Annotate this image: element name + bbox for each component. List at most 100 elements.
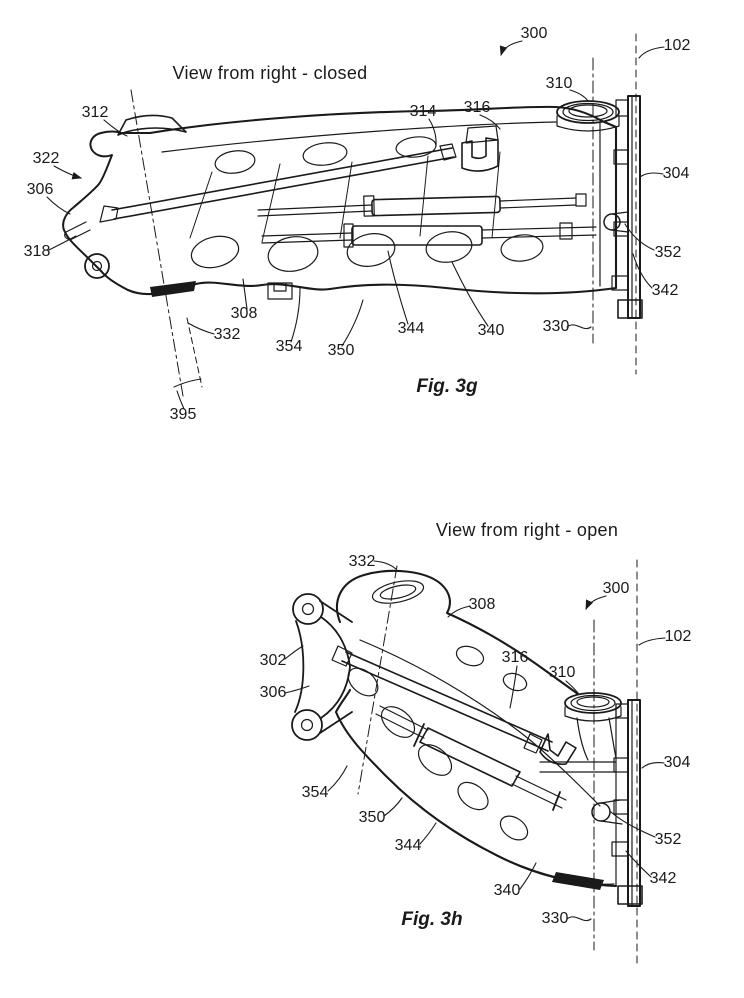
fig3h-link-left-fitting: [331, 645, 353, 667]
fig3g-caption: Fig. 3g: [416, 376, 478, 397]
fig3g-label-342: 342: [652, 282, 679, 299]
fig3h-cutout: [455, 645, 485, 667]
fig3g-label-300: 300: [521, 25, 548, 42]
fig3h-label-310: 310: [549, 664, 576, 681]
fig3g-actuator-lower: [261, 222, 597, 248]
fig3h-plate-flange: [617, 885, 643, 905]
fig3g-label-316: 316: [464, 99, 491, 116]
fig3g-leader-322: [53, 165, 83, 180]
fig3h-stub-circle: [591, 802, 611, 822]
fig3g-label-312: 312: [82, 104, 109, 121]
fig3h-title: View from right - open: [436, 520, 618, 540]
fig3h-label-332: 332: [349, 553, 376, 570]
fig3g-truss-cutouts: [189, 136, 544, 272]
fig3h-ring-inner: [576, 696, 610, 708]
fig3h-head-opening-inner: [379, 584, 417, 600]
fig3g-leader-344: [387, 250, 409, 325]
fig3h-cutout: [380, 706, 416, 738]
fig3g-leader-314: [428, 118, 437, 147]
fig3h-lower-member: [539, 761, 617, 773]
fig3g-cutout: [267, 236, 319, 272]
fig3g-leader-304: [639, 172, 664, 178]
fig3g-label-308: 308: [231, 305, 258, 322]
fig3h-label-304: 304: [664, 754, 691, 771]
fig3h-kingpin-axis-line: [357, 565, 398, 795]
fig3h-leader-102: [638, 637, 666, 646]
fig3h-pivot-stub-352: [591, 799, 623, 825]
fig3g-cap-312: [117, 114, 187, 136]
fig3h-cutout: [417, 744, 453, 776]
fig3g-clevis-316: [461, 137, 499, 172]
fig3h-boss-top-inner: [301, 602, 315, 616]
fig3h-leader-304: [641, 762, 665, 769]
fig3g-label-354: 354: [276, 338, 303, 355]
fig3h-leader-352: [610, 811, 656, 838]
fig3h-label-306: 306: [260, 684, 287, 701]
fig3g-label-352: 352: [655, 244, 682, 261]
fig3g-leader-312: [103, 119, 128, 137]
fig3g-label-330: 330: [543, 318, 570, 335]
fig3h-leader-308: [447, 605, 471, 618]
fig3g-act-up-rod-right: [499, 197, 577, 209]
fig3g-arm-body-outline: [99, 105, 618, 296]
fig3g-pivot-bearing-inner: [91, 260, 103, 272]
fig3h-label-102: 102: [665, 628, 692, 645]
fig3g-leader-395: [176, 390, 185, 410]
fig3g-label-304: 304: [663, 165, 690, 182]
fig3g-title: View from right - closed: [173, 63, 368, 83]
fig3h-bracket-302: [291, 593, 353, 741]
fig3g-angle-tick: [173, 378, 202, 388]
fig3h-arm-body-outline: [335, 569, 580, 696]
fig3g-leader-340: [451, 261, 489, 327]
fig3h-boss-bottom-inner: [300, 718, 314, 732]
fig3g-hinge-ring-310: [556, 100, 620, 132]
fig3h-leader-354: [327, 765, 348, 792]
fig3g-act-up-body: [371, 195, 501, 217]
fig3g-clevis-outline: [62, 130, 151, 272]
fig3h-act-rod-left: [375, 705, 429, 739]
fig3g-act-lo-body: [351, 225, 483, 246]
fig3h-leader-340: [519, 862, 537, 890]
fig3g-clevis-tab-316: [465, 125, 499, 144]
fig3g-leader-310: [569, 89, 589, 102]
fig3h-label-330: 330: [542, 910, 569, 927]
fig3g-label-322: 322: [33, 150, 60, 167]
fig3g-leader-330: [566, 324, 592, 330]
fig3g-act-up-collar: [363, 195, 375, 217]
fig3g-leader-316: [479, 114, 501, 130]
fig3g-leader-308: [242, 278, 248, 310]
fig3g-plate-slab: [627, 95, 641, 319]
fig3g-leader-342: [632, 253, 653, 289]
fig3g-act-lo-rod-right: [481, 226, 597, 239]
fig3h-label-302: 302: [260, 652, 287, 669]
fig3h-act-rod-right: [511, 775, 567, 809]
fig3g-upper-link-314: [99, 125, 499, 223]
fig3h: View from right - open Fig. 3h 332 308 3…: [260, 520, 692, 967]
fig3g-cutout: [395, 136, 437, 158]
fig3h-plate-tabs: [611, 703, 629, 857]
fig3h-ring-mid: [570, 694, 616, 712]
fig3g-cutout: [190, 235, 240, 269]
fig3h-boss-top-outer: [292, 593, 324, 625]
fig3g-leader-306: [46, 196, 71, 215]
fig3h-caption: Fig. 3h: [401, 909, 462, 930]
fig3h-ring-base: [564, 706, 622, 722]
fig3h-leader-310: [565, 680, 579, 694]
fig3h-upper-link: [331, 645, 577, 766]
fig3g-act-lo-collar: [343, 223, 354, 248]
fig3g-leader-350: [341, 299, 364, 347]
fig3g-bottom-lip: [150, 281, 196, 297]
fig3h-clevis-316: [539, 733, 577, 766]
fig3h-bracket-web: [294, 600, 353, 734]
fig3h-link-rod: [341, 651, 553, 752]
fig3h-leader-306: [284, 685, 310, 694]
fig3h-label-342: 342: [650, 870, 677, 887]
fig3g-ring-mid: [562, 102, 614, 122]
fig3g-cutout: [425, 231, 473, 263]
fig3h-plate-slab: [627, 699, 641, 907]
fig3g: View from right - closed Fig. 3g 312 322…: [24, 25, 691, 423]
fig3g-kingpin-axis-line: [130, 89, 184, 397]
fig3h-inner-web-line: [359, 639, 601, 807]
fig3g-plate-flange: [617, 299, 643, 319]
